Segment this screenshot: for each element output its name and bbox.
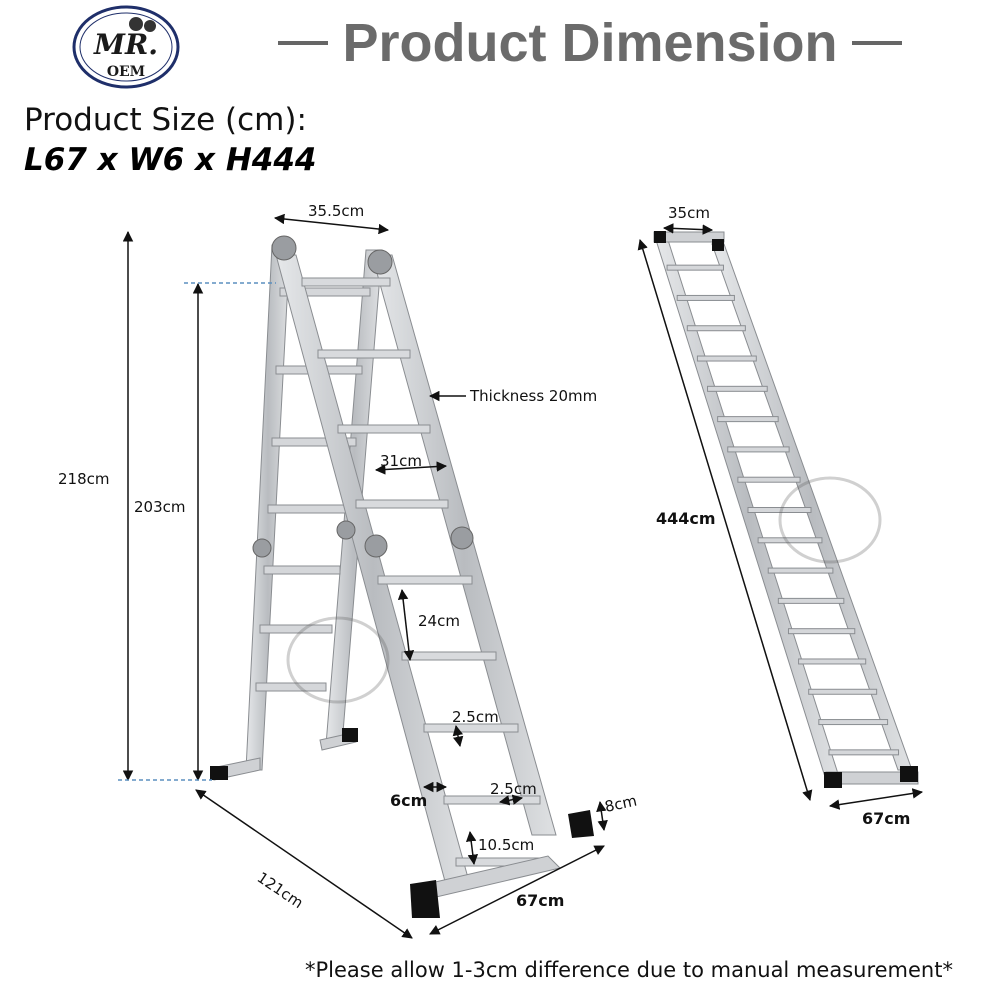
straight-ladder-rung xyxy=(767,567,834,574)
straight-ladder-rung xyxy=(686,325,746,332)
dim-straight-base-width: 67cm xyxy=(862,809,910,828)
straight-ladder-rung xyxy=(676,294,735,301)
straight-ladder-rung xyxy=(777,597,845,604)
logo-mr-text: MR. xyxy=(93,28,158,61)
title-dash-left xyxy=(278,41,329,45)
dim-rung-depth: 2.5cm xyxy=(452,708,499,726)
dim-thickness: Thickness 20mm xyxy=(469,387,597,405)
product-size-label: Product Size (cm): xyxy=(24,102,307,138)
straight-ladder-rung xyxy=(666,264,724,271)
title-dash-right xyxy=(851,41,902,45)
dim-foot-gap: 2.5cm xyxy=(490,780,537,798)
dim-base-width: 67cm xyxy=(516,891,564,910)
dim-rung-width: 31cm xyxy=(380,452,422,470)
a-frame-front-section xyxy=(252,235,594,918)
straight-ladder-rung xyxy=(808,688,878,695)
straight-ladder-rung xyxy=(828,749,900,756)
dim-height-total: 218cm xyxy=(58,470,110,488)
straight-ladder-rung xyxy=(818,719,889,726)
dim-straight-top-width: 35cm xyxy=(668,204,710,222)
dim-foot-height: 8cm xyxy=(603,792,638,816)
straight-ladder-rung xyxy=(727,446,790,453)
logo-oem-text: OEM xyxy=(107,64,145,80)
dim-top-width: 35.5cm xyxy=(308,202,364,220)
dimension-lines xyxy=(118,213,924,939)
straight-ladder-rung xyxy=(787,628,856,635)
straight-ladder-rung xyxy=(707,385,768,392)
straight-ladder-rung xyxy=(717,416,779,423)
title-bar: Product Dimension xyxy=(250,12,930,74)
straight-ladder-rung xyxy=(757,537,823,544)
dim-rail-width: 6cm xyxy=(390,791,427,810)
straight-ladder-rung xyxy=(696,355,757,362)
dim-straight-length: 444cm xyxy=(656,509,716,528)
dim-height-step: 203cm xyxy=(134,498,186,516)
product-size-value: L67 x W6 x H444 xyxy=(24,142,317,178)
straight-ladder-rung xyxy=(737,476,801,483)
dim-rung-spacing: 24cm xyxy=(418,612,460,630)
page-title: Product Dimension xyxy=(342,13,838,73)
dim-foot-length: 10.5cm xyxy=(478,836,534,854)
measurement-note: *Please allow 1-3cm difference due to ma… xyxy=(305,958,953,982)
dim-base-depth: 121cm xyxy=(254,868,307,912)
brand-logo: MR. OEM xyxy=(70,4,182,90)
straight-ladder-rung xyxy=(798,658,867,665)
